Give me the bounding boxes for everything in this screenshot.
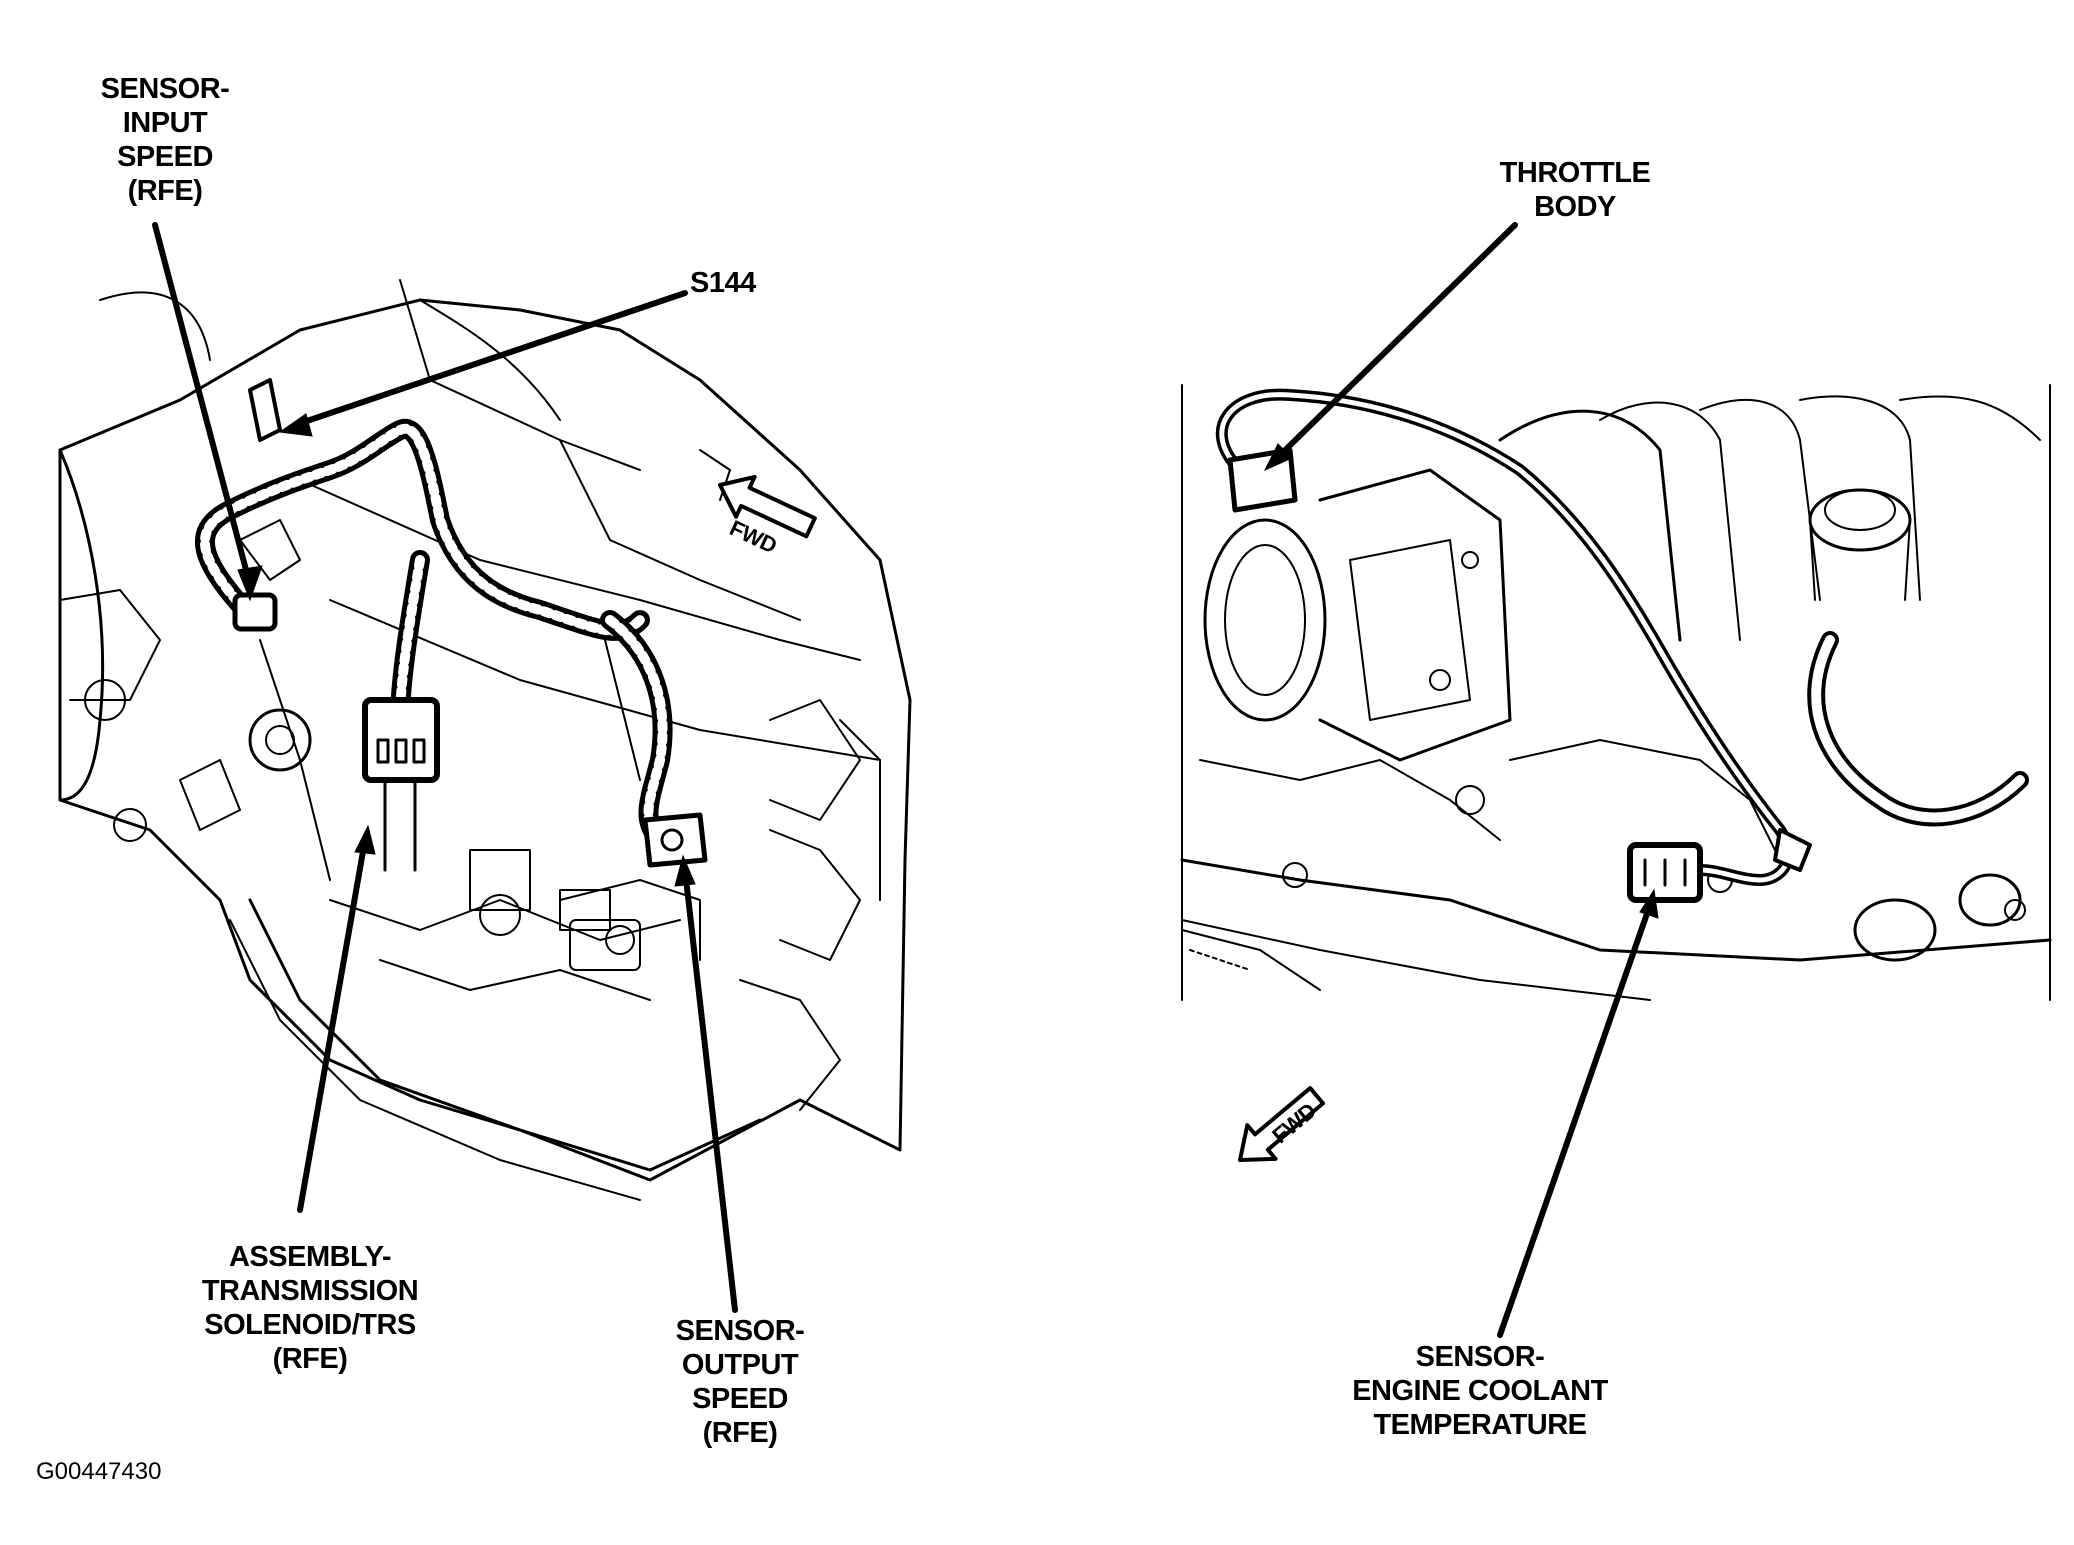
callout-s144: S144 [690,267,756,299]
engine-wiring-harness [1215,388,1812,903]
fwd-arrow-left [718,474,817,539]
transmission-illustration [58,279,912,1201]
callout-throttle-body: THROTTLE BODY [1499,157,1651,223]
engine-illustration [1180,384,2052,1001]
callout-solenoid-trs: ASSEMBLY- TRANSMISSION SOLENOID/TRS (RFE… [201,1241,419,1375]
transmission-wiring-harness [194,378,708,872]
figure-id: G00447430 [36,1458,162,1485]
callout-sensor-input-speed: SENSOR- INPUT SPEED (RFE) [100,73,230,207]
leader-lines-right [1263,222,1659,1338]
callout-sensor-engine-coolant-temperature: SENSOR- ENGINE COOLANT TEMPERATURE [1352,1341,1608,1441]
fwd-arrow-right [1238,1086,1326,1162]
callout-sensor-output-speed: SENSOR- OUTPUT SPEED (RFE) [675,1315,805,1449]
leader-lines-left [152,222,738,1313]
